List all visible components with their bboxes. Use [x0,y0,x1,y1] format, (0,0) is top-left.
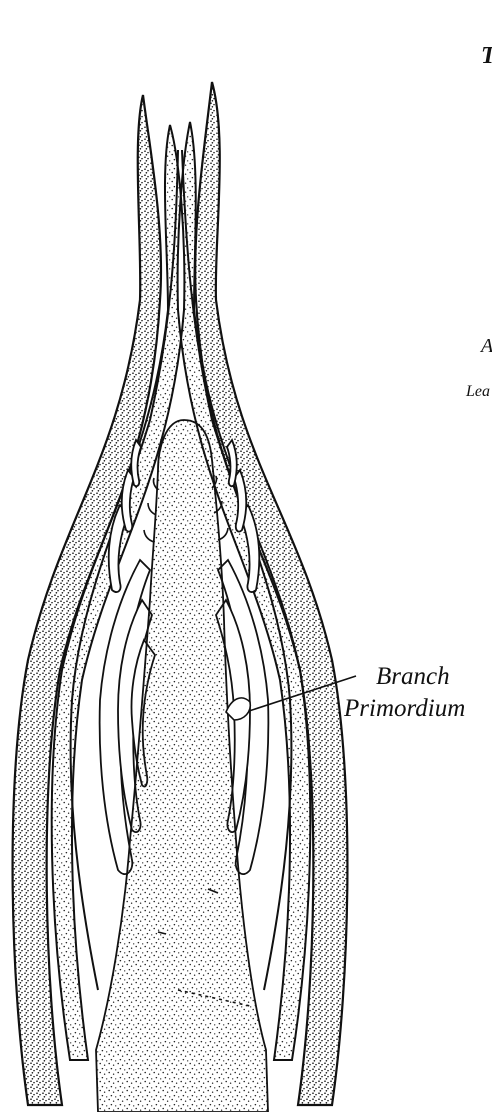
clipped-label-leaf: Lea [466,384,490,400]
clipped-label-top: T [481,44,492,68]
clipped-label-mid: A [481,336,492,356]
branch-label-line2: Primordium [344,696,465,721]
branch-label-line1: Branch [376,664,450,689]
